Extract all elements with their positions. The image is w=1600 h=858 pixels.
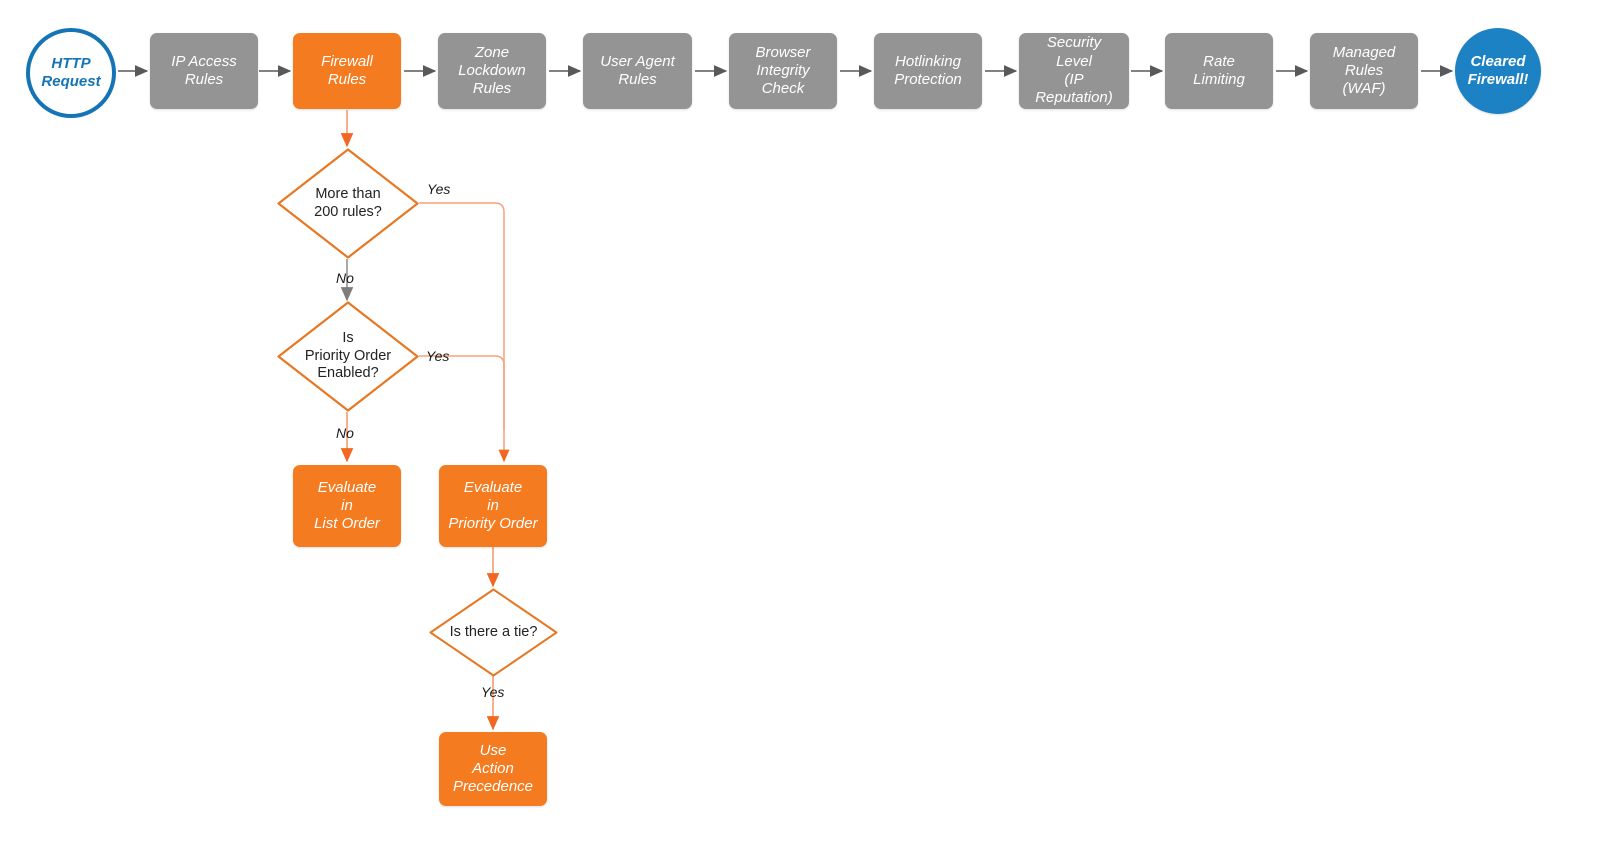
decision-label: More than 200 rules?: [314, 186, 382, 220]
decision-more-than-200-rules[interactable]: More than 200 rules?: [277, 148, 419, 259]
process-box-rate-limiting[interactable]: Rate Limiting: [1165, 33, 1273, 109]
edge-label-no-more-than-200-rules: No: [336, 270, 354, 286]
edge-label-no-priority-order: No: [336, 425, 354, 441]
edge-label-yes-more-than-200-rules: Yes: [427, 181, 451, 197]
process-box-hotlinking-protection[interactable]: Hotlinking Protection: [874, 33, 982, 109]
process-box-browser-integrity-check[interactable]: Browser Integrity Check: [729, 33, 837, 109]
start-node-http-request[interactable]: HTTP Request: [26, 28, 116, 118]
decision-is-there-a-tie[interactable]: Is there a tie?: [429, 588, 558, 677]
process-box-ip-access-rules[interactable]: IP Access Rules: [150, 33, 258, 109]
decision-label: Is there a tie?: [449, 623, 538, 640]
process-box-managed-rules-waf[interactable]: Managed Rules (WAF): [1310, 33, 1418, 109]
edge-label-yes-priority-order: Yes: [426, 348, 450, 364]
process-box-security-level-ip-reputation[interactable]: Security Level (IP Reputation): [1019, 33, 1129, 109]
outcome-box-evaluate-in-list-order[interactable]: Evaluate in List Order: [293, 465, 401, 547]
outcome-box-use-action-precedence[interactable]: Use Action Precedence: [439, 732, 547, 806]
decision-is-priority-order-enabled[interactable]: Is Priority Order Enabled?: [277, 301, 419, 412]
outcome-box-evaluate-in-priority-order[interactable]: Evaluate in Priority Order: [439, 465, 547, 547]
decision-label: Is Priority Order Enabled?: [304, 330, 392, 382]
process-box-zone-lockdown-rules[interactable]: Zone Lockdown Rules: [438, 33, 546, 109]
end-node-cleared-firewall[interactable]: Cleared Firewall!: [1455, 28, 1541, 114]
process-box-firewall-rules[interactable]: Firewall Rules: [293, 33, 401, 109]
edge-label-yes-tie: Yes: [481, 684, 505, 700]
process-box-user-agent-rules[interactable]: User Agent Rules: [583, 33, 692, 109]
